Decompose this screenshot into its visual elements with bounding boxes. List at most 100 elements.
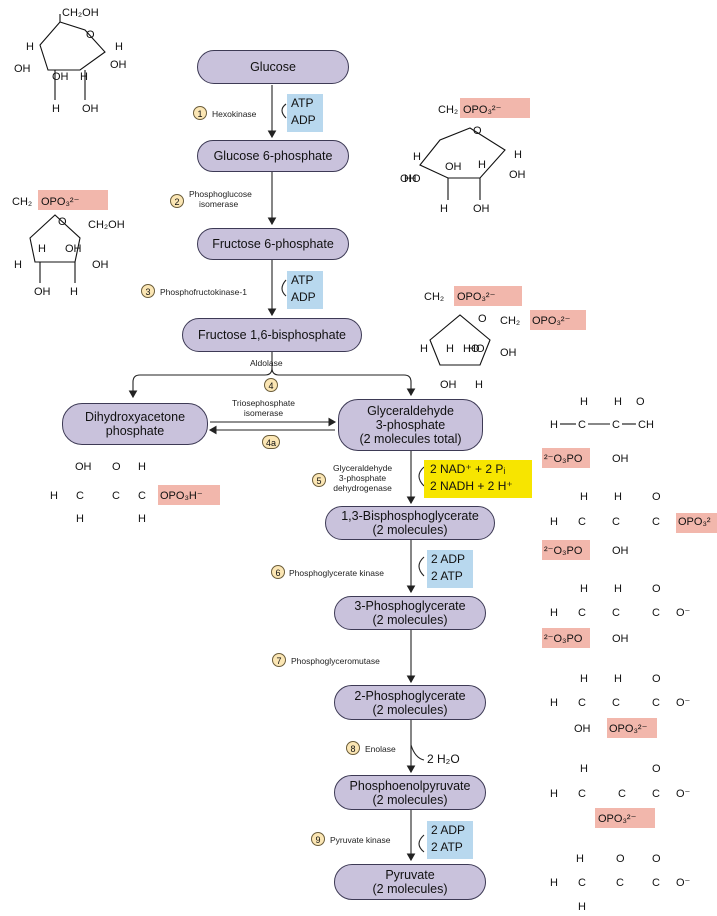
step-9-badge: 9	[311, 832, 325, 846]
svg-text:H: H	[550, 877, 558, 889]
svg-text:H: H	[115, 41, 123, 53]
svg-text:H: H	[578, 901, 586, 913]
svg-text:O: O	[478, 313, 487, 325]
enzyme-aldolase: Aldolase	[250, 358, 283, 368]
svg-text:OPO₃²⁻: OPO₃²⁻	[609, 723, 648, 735]
svg-text:OH: OH	[65, 243, 82, 255]
metabolite-phosphoenolpyruvate: Phosphoenolpyruvate(2 molecules)	[334, 775, 486, 810]
svg-text:O: O	[652, 583, 661, 595]
svg-text:CH₂OH: CH₂OH	[62, 7, 99, 19]
structure-1-3-bisphosphoglycerate: H H O H C C C OPO₃² ²⁻O₃PO OH	[542, 491, 717, 560]
svg-text:CH₂: CH₂	[438, 104, 458, 116]
svg-text:OH: OH	[612, 633, 629, 645]
svg-text:C: C	[578, 788, 586, 800]
svg-text:H: H	[475, 379, 483, 391]
svg-text:C: C	[578, 516, 586, 528]
svg-text:H: H	[138, 513, 146, 525]
svg-text:OH: OH	[574, 723, 591, 735]
enzyme-enolase: Enolase	[365, 744, 396, 754]
svg-text:OH: OH	[75, 461, 92, 473]
step-4-badge: 4	[264, 378, 278, 392]
svg-text:H: H	[413, 151, 421, 163]
enzyme-phosphofructokinase-1: Phosphofructokinase-1	[160, 287, 247, 297]
svg-text:H: H	[420, 343, 428, 355]
svg-text:C: C	[616, 877, 624, 889]
structure-dihydroxyacetone-phosphate: OH O H H C C C OPO₃H⁻ H H	[50, 461, 220, 525]
svg-text:H: H	[614, 583, 622, 595]
structure-fructose-6-phosphate: CH₂ OPO₃²⁻ O CH₂OH H H OH OH OH H	[12, 190, 125, 298]
svg-text:O⁻: O⁻	[676, 788, 691, 800]
svg-text:HO: HO	[468, 343, 485, 355]
svg-text:H: H	[614, 396, 622, 408]
svg-text:H: H	[550, 607, 558, 619]
product-water: 2 H₂O	[427, 752, 460, 766]
metabolite-fructose-6-phosphate: Fructose 6-phosphate	[197, 228, 349, 260]
metabolite-1-3-bisphosphoglycerate: 1,3-Bisphosphoglycerate(2 molecules)	[325, 506, 495, 540]
step-1-badge: 1	[193, 106, 207, 120]
structure-3-phosphoglycerate: H H O H C C C O⁻ ²⁻O₃PO OH	[542, 583, 691, 648]
svg-text:OH: OH	[34, 286, 51, 298]
svg-text:H: H	[440, 203, 448, 215]
svg-text:H: H	[550, 516, 558, 528]
svg-text:C: C	[612, 697, 620, 709]
metabolite-3-phosphoglycerate: 3-Phosphoglycerate(2 molecules)	[334, 596, 486, 630]
svg-text:OPO₃²⁻: OPO₃²⁻	[532, 315, 571, 327]
svg-text:C: C	[612, 419, 620, 431]
svg-text:O: O	[652, 853, 661, 865]
svg-text:OH: OH	[110, 59, 127, 71]
svg-text:OH: OH	[82, 103, 99, 115]
structure-glucose-6-phosphate: CH₂ OPO₃²⁻ O HO OH H OH H OH H H OH	[400, 98, 530, 215]
svg-text:C: C	[652, 788, 660, 800]
step-7-badge: 7	[272, 653, 286, 667]
svg-text:C: C	[652, 697, 660, 709]
svg-text:O⁻: O⁻	[676, 697, 691, 709]
svg-text:CH₂OH: CH₂OH	[88, 219, 125, 231]
svg-text:OH: OH	[500, 347, 517, 359]
metabolite-fructose-1-6-bisphosphate: Fructose 1,6-bisphosphate	[182, 318, 362, 352]
svg-text:OPO₃²: OPO₃²	[678, 516, 711, 528]
svg-text:CH: CH	[638, 419, 654, 431]
svg-text:CH₂: CH₂	[424, 291, 444, 303]
metabolite-2-phosphoglycerate: 2-Phosphoglycerate(2 molecules)	[334, 685, 486, 720]
svg-text:OPO₃²⁻: OPO₃²⁻	[598, 813, 637, 825]
step-2-badge: 2	[170, 194, 184, 208]
svg-text:O: O	[112, 461, 121, 473]
structure-glyceraldehyde-3-phosphate: H H O H C C CH ²⁻O₃PO OH	[542, 396, 654, 468]
svg-text:H: H	[550, 697, 558, 709]
svg-text:H: H	[14, 259, 22, 271]
svg-text:OPO₃²⁻: OPO₃²⁻	[463, 104, 502, 116]
svg-text:²⁻O₃PO: ²⁻O₃PO	[544, 633, 583, 645]
svg-text:O⁻: O⁻	[676, 607, 691, 619]
svg-text:O: O	[652, 491, 661, 503]
metabolite-pyruvate: Pyruvate(2 molecules)	[334, 864, 486, 900]
arrow-step-4-left	[128, 352, 273, 399]
svg-text:H: H	[580, 396, 588, 408]
svg-text:H: H	[50, 490, 58, 502]
enzyme-hexokinase: Hexokinase	[212, 109, 257, 119]
svg-text:O: O	[636, 396, 645, 408]
svg-text:C: C	[618, 788, 626, 800]
svg-text:H: H	[38, 243, 46, 255]
svg-text:C: C	[652, 607, 660, 619]
svg-text:H: H	[580, 491, 588, 503]
metabolite-glucose-6-phosphate: Glucose 6-phosphate	[197, 140, 349, 172]
svg-text:C: C	[612, 516, 620, 528]
svg-text:OH: OH	[612, 453, 629, 465]
svg-text:H: H	[26, 41, 34, 53]
svg-text:OPO₃²⁻: OPO₃²⁻	[457, 291, 496, 303]
svg-text:OH: OH	[612, 545, 629, 557]
svg-text:H: H	[580, 763, 588, 775]
svg-text:²⁻O₃PO: ²⁻O₃PO	[544, 545, 583, 557]
svg-text:H: H	[478, 159, 486, 171]
svg-text:H: H	[614, 673, 622, 685]
